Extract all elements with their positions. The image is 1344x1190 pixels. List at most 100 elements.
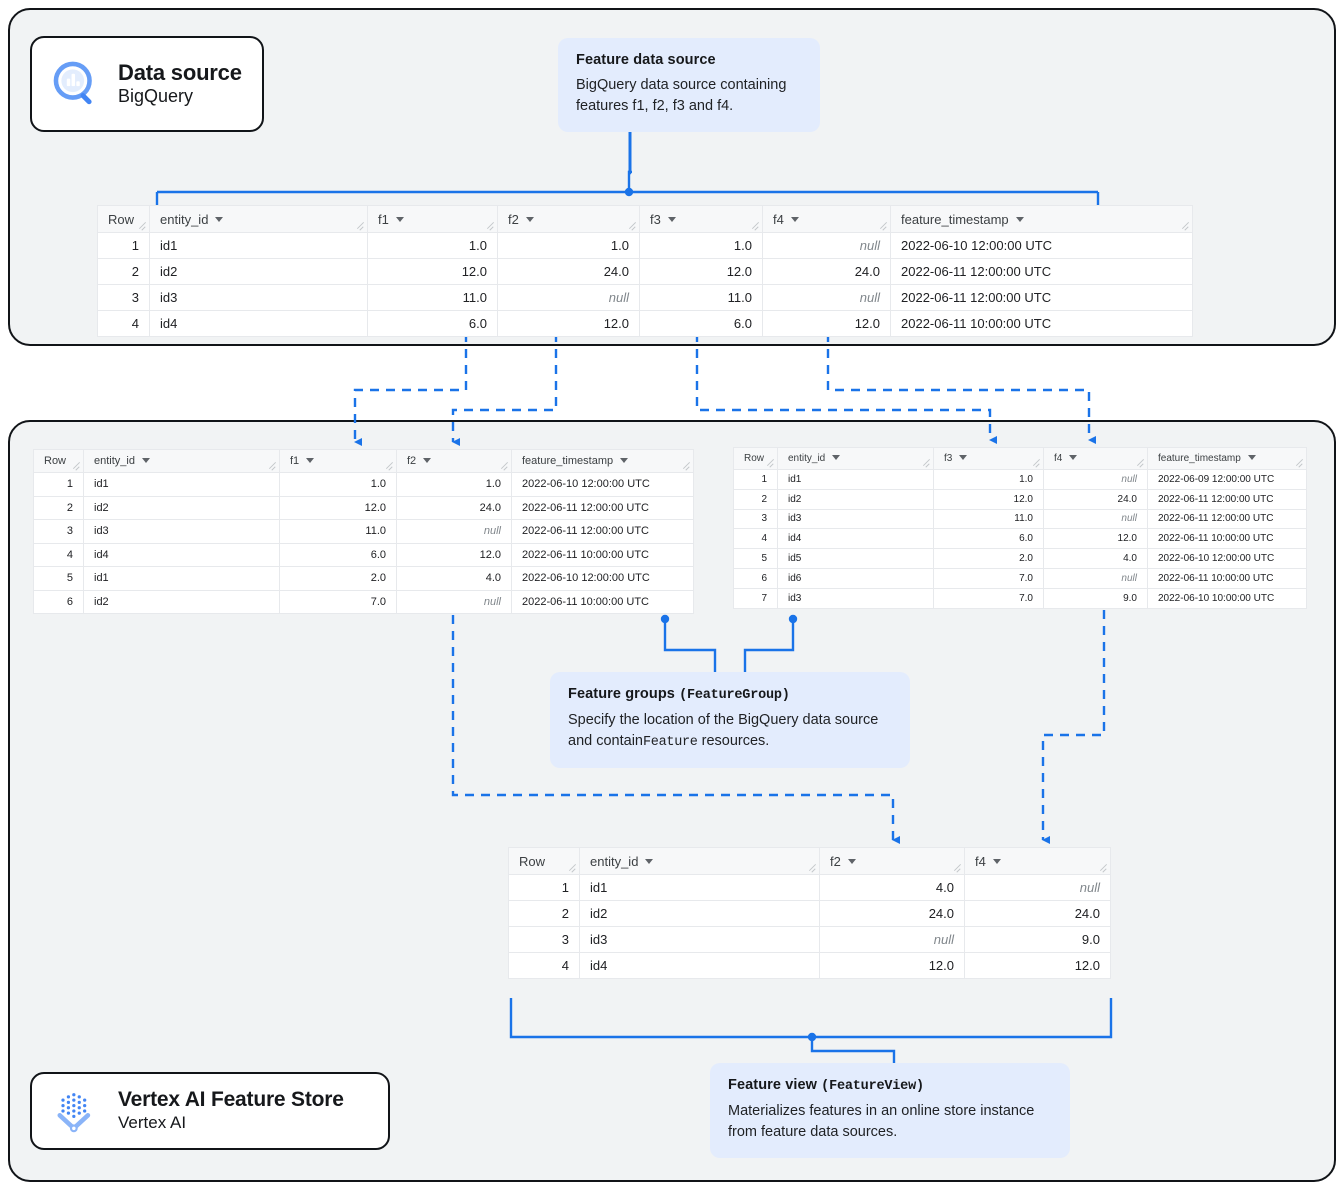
column-header-feature_timestamp[interactable]: feature_timestamp xyxy=(511,449,694,473)
chevron-down-icon[interactable] xyxy=(959,454,968,460)
feature-store-card: Vertex AI Feature Store Vertex AI xyxy=(30,1072,390,1150)
cell-f1: 11.0 xyxy=(367,284,498,311)
cell-f3: 11.0 xyxy=(933,508,1044,530)
cell-Row: 3 xyxy=(33,519,84,544)
column-header-feature_timestamp[interactable]: feature_timestamp xyxy=(890,205,1193,233)
cell-Row: 6 xyxy=(733,567,778,589)
column-resize-grip-icon[interactable] xyxy=(72,462,81,471)
chevron-down-icon[interactable] xyxy=(1069,454,1078,460)
cell-entity_id: id3 xyxy=(777,587,934,609)
column-resize-grip-icon[interactable] xyxy=(268,462,277,471)
column-header-Row[interactable]: Row xyxy=(508,847,580,875)
column-header-label: entity_id xyxy=(94,455,135,467)
column-header-label: Row xyxy=(108,211,135,227)
column-header-f2[interactable]: f2 xyxy=(497,205,640,233)
column-header-f3[interactable]: f3 xyxy=(933,447,1044,470)
chevron-down-icon[interactable] xyxy=(306,457,315,463)
column-resize-grip-icon[interactable] xyxy=(385,462,394,471)
chevron-down-icon[interactable] xyxy=(215,216,224,222)
column-resize-grip-icon[interactable] xyxy=(808,864,817,873)
column-resize-grip-icon[interactable] xyxy=(628,222,637,231)
column-resize-grip-icon[interactable] xyxy=(1181,222,1190,231)
cell-Row: 2 xyxy=(97,258,150,285)
callout-feature-data-source-body: BigQuery data source containing features… xyxy=(576,77,787,114)
column-header-entity_id[interactable]: entity_id xyxy=(149,205,368,233)
column-resize-grip-icon[interactable] xyxy=(1136,459,1145,468)
column-header-entity_id[interactable]: entity_id xyxy=(83,449,280,473)
column-resize-grip-icon[interactable] xyxy=(922,459,931,468)
chevron-down-icon[interactable] xyxy=(832,454,841,460)
column-resize-grip-icon[interactable] xyxy=(751,222,760,231)
cell-f2: 24.0 xyxy=(497,258,640,285)
chevron-down-icon[interactable] xyxy=(667,216,676,222)
cell-feature_timestamp: 2022-06-11 12:00:00 UTC xyxy=(890,258,1193,285)
column-resize-grip-icon[interactable] xyxy=(1032,459,1041,468)
chevron-down-icon[interactable] xyxy=(992,858,1001,864)
data-source-card: Data source BigQuery xyxy=(30,36,264,132)
chevron-down-icon[interactable] xyxy=(423,457,432,463)
column-resize-grip-icon[interactable] xyxy=(1295,459,1304,468)
callout-feature-groups-body-a: Specify the location of the BigQuery dat… xyxy=(568,712,879,749)
cell-f2: 1.0 xyxy=(396,472,512,497)
column-header-f3[interactable]: f3 xyxy=(639,205,763,233)
chevron-down-icon[interactable] xyxy=(847,858,856,864)
data-source-card-title: Data source xyxy=(118,59,242,85)
cell-feature_timestamp: 2022-06-11 12:00:00 UTC xyxy=(890,284,1193,311)
column-resize-grip-icon[interactable] xyxy=(953,864,962,873)
chevron-down-icon[interactable] xyxy=(395,216,404,222)
column-header-f2[interactable]: f2 xyxy=(819,847,965,875)
column-resize-grip-icon[interactable] xyxy=(500,462,509,471)
cell-f2: null xyxy=(396,519,512,544)
callout-feature-view-title-text: Feature view xyxy=(728,1077,822,1093)
chevron-down-icon[interactable] xyxy=(141,457,150,463)
callout-feature-groups-title-text: Feature groups xyxy=(568,686,680,702)
cell-f3: 6.0 xyxy=(933,528,1044,550)
chevron-down-icon[interactable] xyxy=(620,457,629,463)
cell-f3: 11.0 xyxy=(639,284,763,311)
cell-entity_id: id4 xyxy=(83,542,280,567)
column-header-f4[interactable]: f4 xyxy=(762,205,891,233)
cell-entity_id: id3 xyxy=(777,508,934,530)
column-header-entity_id[interactable]: entity_id xyxy=(777,447,934,470)
column-header-label: f4 xyxy=(975,853,986,869)
column-header-f1[interactable]: f1 xyxy=(279,449,397,473)
column-resize-grip-icon[interactable] xyxy=(356,222,365,231)
column-resize-grip-icon[interactable] xyxy=(486,222,495,231)
column-header-label: f2 xyxy=(407,455,417,467)
column-header-Row[interactable]: Row xyxy=(733,447,778,470)
column-header-f2[interactable]: f2 xyxy=(396,449,512,473)
cell-feature_timestamp: 2022-06-10 12:00:00 UTC xyxy=(1147,548,1307,569)
chevron-down-icon[interactable] xyxy=(645,858,654,864)
column-header-entity_id[interactable]: entity_id xyxy=(579,847,820,875)
column-resize-grip-icon[interactable] xyxy=(1099,864,1108,873)
cell-f2: 4.0 xyxy=(819,874,965,901)
column-resize-grip-icon[interactable] xyxy=(568,864,577,873)
cell-entity_id: id1 xyxy=(83,566,280,591)
column-header-Row[interactable]: Row xyxy=(97,205,150,233)
chevron-down-icon[interactable] xyxy=(1247,454,1256,460)
column-header-f4[interactable]: f4 xyxy=(1043,447,1148,470)
cell-f2: null xyxy=(819,926,965,953)
column-header-label: entity_id xyxy=(160,211,209,227)
callout-feature-groups-title: Feature groups (FeatureGroup) xyxy=(568,686,892,703)
chevron-down-icon[interactable] xyxy=(790,216,799,222)
column-resize-grip-icon[interactable] xyxy=(766,459,775,468)
chevron-down-icon[interactable] xyxy=(525,216,534,222)
column-resize-grip-icon[interactable] xyxy=(879,222,888,231)
chevron-down-icon[interactable] xyxy=(1015,216,1024,222)
column-resize-grip-icon[interactable] xyxy=(138,222,147,231)
callout-feature-view-body: Materializes features in an online store… xyxy=(728,1103,1035,1140)
column-resize-grip-icon[interactable] xyxy=(682,462,691,471)
column-header-feature_timestamp[interactable]: feature_timestamp xyxy=(1147,447,1307,470)
column-header-f1[interactable]: f1 xyxy=(367,205,498,233)
column-header-Row[interactable]: Row xyxy=(33,449,84,473)
column-header-f4[interactable]: f4 xyxy=(964,847,1111,875)
